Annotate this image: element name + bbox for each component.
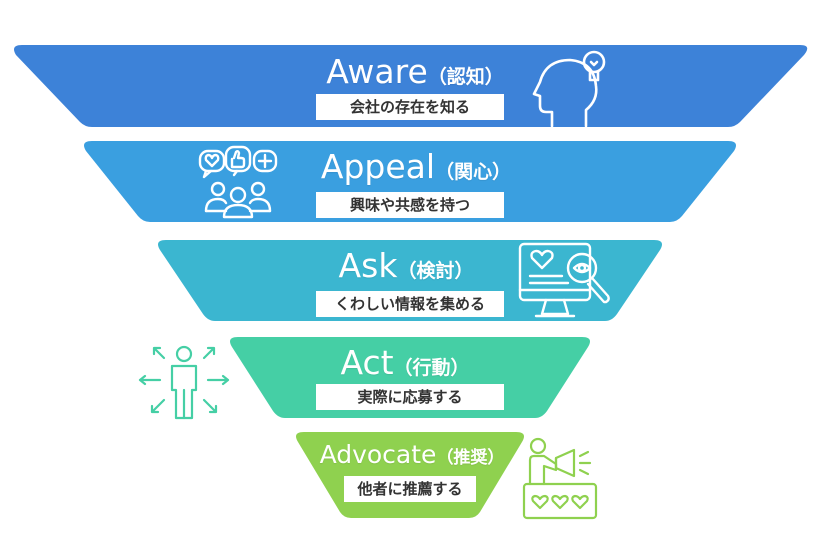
- stage-title-jp: （行動）: [393, 357, 470, 379]
- stage-title-jp: （認知）: [427, 66, 504, 88]
- stage-desc-aware: 会社の存在を知る: [316, 94, 504, 120]
- stage-desc-advocate: 他者に推薦する: [344, 476, 476, 502]
- stage-title-ask: Ask（検討）: [316, 246, 496, 285]
- stage-title-act: Act（行動）: [316, 343, 494, 382]
- stage-desc-appeal: 興味や共感を持つ: [316, 192, 504, 218]
- stage-desc-act: 実際に応募する: [316, 384, 504, 410]
- stage-title-aware: Aware（認知）: [300, 52, 530, 91]
- stage-title-jp: （推奨）: [436, 448, 505, 468]
- stage-title-appeal: Appeal（関心）: [296, 147, 536, 186]
- stage-title-jp: （検討）: [397, 260, 474, 282]
- stage-title-en: Ask: [338, 246, 398, 285]
- stage-title-jp: （関心）: [435, 161, 512, 183]
- stage-title-en: Act: [340, 343, 394, 382]
- stage-title-en: Appeal: [320, 147, 436, 186]
- stage-title-advocate: Advocate（推奨）: [312, 440, 512, 469]
- stage-title-en: Advocate: [319, 440, 437, 469]
- stage-title-en: Aware: [326, 52, 428, 91]
- stage-desc-ask: くわしい情報を集める: [316, 291, 504, 317]
